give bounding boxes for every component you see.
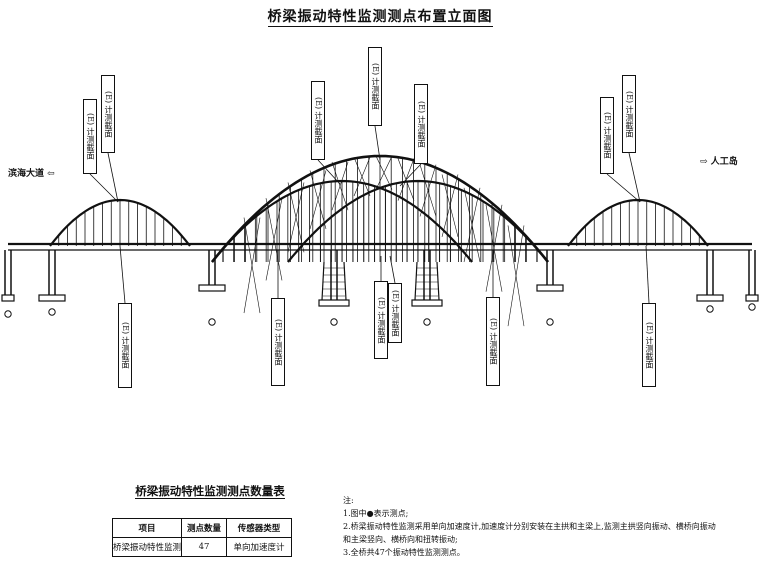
direction-left: 滨海大道 ⇦ bbox=[8, 169, 55, 179]
table-cell: 47 bbox=[181, 537, 227, 557]
note-item: 3.全桥共47个振动特性监测测点。 bbox=[343, 548, 465, 557]
table-cell: 单向加速度计 bbox=[226, 537, 292, 557]
callout-tag: (E) 计测截面 bbox=[642, 303, 656, 387]
leader-line bbox=[317, 159, 341, 185]
leader-line bbox=[119, 245, 126, 304]
brace bbox=[419, 164, 437, 217]
pier-footing bbox=[411, 299, 443, 307]
brace bbox=[331, 161, 349, 211]
callout-tag: (E) 计测截面 bbox=[414, 84, 428, 164]
table-header-row: 项目 测点数量 传感器类型 bbox=[112, 518, 292, 538]
pier-footing bbox=[198, 284, 226, 292]
table-cell: 桥梁振动特性监测 bbox=[112, 537, 182, 557]
pier-axis-marker bbox=[546, 318, 554, 326]
callout-tag: (E) 计测截面 bbox=[368, 47, 382, 126]
note-item: 2.桥梁振动特性监测采用单向加速度计,加速度计分别安装在主拱和主梁上,监测主拱竖… bbox=[343, 522, 716, 531]
leader-line bbox=[89, 173, 119, 203]
pier-axis-marker bbox=[423, 318, 431, 326]
callout-tag: (E) 计测截面 bbox=[101, 75, 115, 153]
leader-line bbox=[628, 152, 641, 203]
note-item: 1.图中●表示测点; bbox=[343, 509, 409, 518]
brace bbox=[463, 187, 481, 263]
pier-footing bbox=[745, 294, 759, 302]
pier-leg bbox=[436, 261, 440, 301]
pier-leg bbox=[414, 261, 418, 301]
pier-axis-marker bbox=[330, 318, 338, 326]
pier-footing bbox=[318, 299, 350, 307]
brace bbox=[507, 225, 525, 327]
brace bbox=[265, 198, 283, 281]
pier-footing bbox=[1, 294, 15, 302]
leader-line bbox=[606, 173, 641, 203]
pier-footing bbox=[536, 284, 564, 292]
callout-tag: (E) 计测截面 bbox=[622, 75, 636, 153]
pier-axis-marker bbox=[48, 308, 56, 316]
table-row: 桥梁振动特性监测 47 单向加速度计 bbox=[112, 537, 292, 557]
bridge-structure bbox=[1, 125, 759, 327]
brace bbox=[441, 174, 459, 237]
brace bbox=[309, 170, 327, 230]
pier-leg bbox=[321, 261, 325, 301]
pier-footing bbox=[38, 294, 66, 302]
leader-line bbox=[389, 255, 396, 284]
brace bbox=[243, 217, 261, 314]
callout-tag: (E) 计测截面 bbox=[486, 297, 500, 386]
leader-line bbox=[107, 152, 119, 203]
callout-tag: (E) 计测截面 bbox=[118, 303, 132, 388]
brace bbox=[287, 182, 305, 253]
table-header-cell: 项目 bbox=[112, 518, 182, 538]
callout-tag: (E) 计测截面 bbox=[388, 283, 402, 343]
leader-line bbox=[645, 245, 650, 304]
pier-footing bbox=[696, 294, 724, 302]
callout-tag: (E) 计测截面 bbox=[374, 281, 388, 359]
callout-tag: (E) 计测截面 bbox=[271, 298, 285, 386]
notes: 注: 1.图中●表示测点; 2.桥梁振动特性监测采用单向加速度计,加速度计分别安… bbox=[343, 494, 743, 559]
callout-tag: (E) 计测截面 bbox=[311, 81, 325, 160]
pier-leg bbox=[343, 261, 347, 301]
table-header-cell: 测点数量 bbox=[181, 518, 227, 538]
note-item: 和主梁竖向、横桥向和扭转振动; bbox=[343, 535, 458, 544]
table-title: 桥梁振动特性监测测点数量表 bbox=[135, 484, 285, 499]
right-arrow-icon: ⇨ bbox=[700, 157, 708, 167]
pier-axis-marker bbox=[748, 303, 756, 311]
notes-heading: 注: bbox=[343, 496, 354, 505]
drawing-title: 桥梁振动特性监测测点布置立面图 bbox=[267, 9, 493, 27]
table-header-cell: 传感器类型 bbox=[226, 518, 292, 538]
quantity-table: 项目 测点数量 传感器类型 桥梁振动特性监测 47 单向加速度计 bbox=[112, 518, 292, 557]
callout-tag: (E) 计测截面 bbox=[600, 97, 614, 174]
brace bbox=[353, 157, 371, 197]
brace bbox=[375, 155, 393, 190]
left-arrow-icon: ⇦ bbox=[47, 169, 55, 179]
leader-line bbox=[374, 125, 381, 161]
callout-tag: (E) 计测截面 bbox=[83, 99, 97, 174]
brace bbox=[485, 204, 503, 292]
pier-axis-marker bbox=[4, 310, 12, 318]
pier-axis-marker bbox=[706, 305, 714, 313]
pier-axis-marker bbox=[208, 318, 216, 326]
leader-line bbox=[399, 163, 422, 187]
direction-right: ⇨ 人工岛 bbox=[700, 157, 738, 167]
